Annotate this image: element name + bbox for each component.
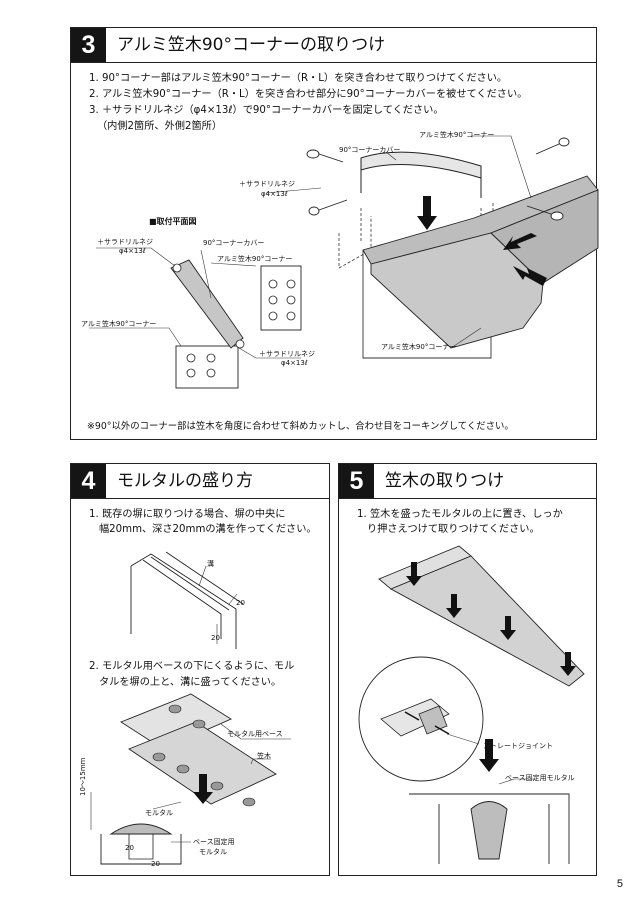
label-plan-screw-b-1: ＋サラドリルネジ — [259, 350, 315, 358]
step-5-1a: 1. 笠木を盛ったモルタルの上に置き、しっか — [357, 509, 563, 520]
label-dim-20c: 20 — [125, 844, 134, 852]
section-4-title: モルタルの盛り方 — [117, 471, 253, 491]
step-3-3-note: （内側2箇所、外側2箇所） — [97, 121, 223, 132]
section-3-panel: 3 アルミ笠木90°コーナーの取りつけ 1. 90°コーナー部はアルミ笠木90°… — [70, 27, 599, 440]
label-screw-main-2: φ4×13ℓ — [261, 190, 288, 198]
step-4-1a: 1. 既存の塀に取りつける場合、塀の中央に — [89, 509, 286, 520]
section-5-header: 5 笠木の取りつけ — [339, 464, 596, 499]
step-4-1b: 幅20mm、深さ20mmの溝を作ってください。 — [99, 524, 317, 535]
step-3-1: 1. 90°コーナー部はアルミ笠木90°コーナー（R・L）を突き合わせて取りつけ… — [89, 73, 508, 84]
label-base-mortar-1: ベース固定用 — [193, 838, 235, 846]
section-5-panel: 5 笠木の取りつけ 1. 笠木を盛ったモルタルの上に置き、しっか り押さえつけて… — [338, 463, 597, 876]
section-5-title: 笠木の取りつけ — [385, 471, 505, 491]
mortar-illustration — [90, 693, 291, 865]
step-3-3: 3. ＋サラドリルネジ（φ4×13ℓ）で90°コーナーカバーを固定してください。 — [89, 105, 444, 116]
groove-illustration — [130, 551, 244, 649]
label-mortar: モルタル — [145, 809, 173, 817]
section-3-header: 3 アルミ笠木90°コーナーの取りつけ — [71, 28, 596, 63]
label-base-mortar-2: モルタル — [199, 848, 227, 856]
label-plan-cover: 90°コーナーカバー — [203, 239, 265, 247]
label-corner-top: アルミ笠木90°コーナー — [419, 131, 495, 139]
label-plan-screw-a-1: ＋サラドリルネジ — [97, 238, 153, 246]
section-3-number: 3 — [71, 28, 106, 62]
plan-view-diagram — [89, 247, 302, 389]
section-4-header: 4 モルタルの盛り方 — [71, 464, 329, 499]
label-straight-joint: ストレートジョイント — [483, 742, 553, 750]
section-4-number: 4 — [71, 464, 106, 498]
label-cover-main: 90°コーナーカバー — [339, 146, 401, 154]
label-plan-screw-a-2: φ4×13ℓ — [119, 247, 146, 255]
step-4-2b: タルを塀の上と、溝に盛ってください。 — [99, 677, 282, 688]
label-dim-20b: 20 — [211, 634, 220, 642]
section-3-title: アルミ笠木90°コーナーの取りつけ — [117, 35, 386, 55]
section-3-note: ※90°以外のコーナー部は笠木を角度に合わせて斜めカットし、合わせ目をコーキング… — [87, 421, 514, 432]
page-number: 5 — [616, 878, 623, 890]
label-dim-20d: 20 — [151, 860, 160, 868]
label-plan-corner-r: アルミ笠木90°コーナー — [217, 255, 293, 263]
section-4-panel: 4 モルタルの盛り方 1. 既存の塀に取りつける場合、塀の中央に 幅20mm、深… — [70, 463, 330, 876]
label-base-fixing-mortar: ベース固定用モルタル — [505, 774, 575, 782]
step-4-2a: 2. モルタル用ベースの下にくるように、モル — [89, 661, 295, 672]
label-plan-screw-b-2: φ4×13ℓ — [281, 359, 308, 367]
label-dim-range: 10～15mm — [79, 757, 87, 796]
step-3-2: 2. アルミ笠木90°コーナー（R・L）を突き合わせ部分に90°コーナーカバーを… — [89, 89, 528, 100]
plan-view-title: ■取付平面図 — [149, 217, 197, 226]
label-groove: 溝 — [207, 560, 214, 568]
section-5-number: 5 — [339, 464, 374, 498]
label-plan-corner-l: アルミ笠木90°コーナー — [81, 320, 157, 328]
label-screw-main-1: ＋サラドリルネジ — [239, 180, 295, 188]
label-dim-20a: 20 — [236, 599, 245, 607]
label-kasagi: 笠木 — [257, 752, 271, 760]
corner-assembly-illustration — [265, 135, 599, 359]
label-mortar-base: モルタル用ベース — [227, 730, 283, 738]
label-corner-bottom: アルミ笠木90°コーナー — [381, 343, 457, 351]
kasagi-install-illustration — [358, 545, 585, 864]
step-5-1b: り押さえつけて取りつけてください。 — [367, 524, 540, 535]
